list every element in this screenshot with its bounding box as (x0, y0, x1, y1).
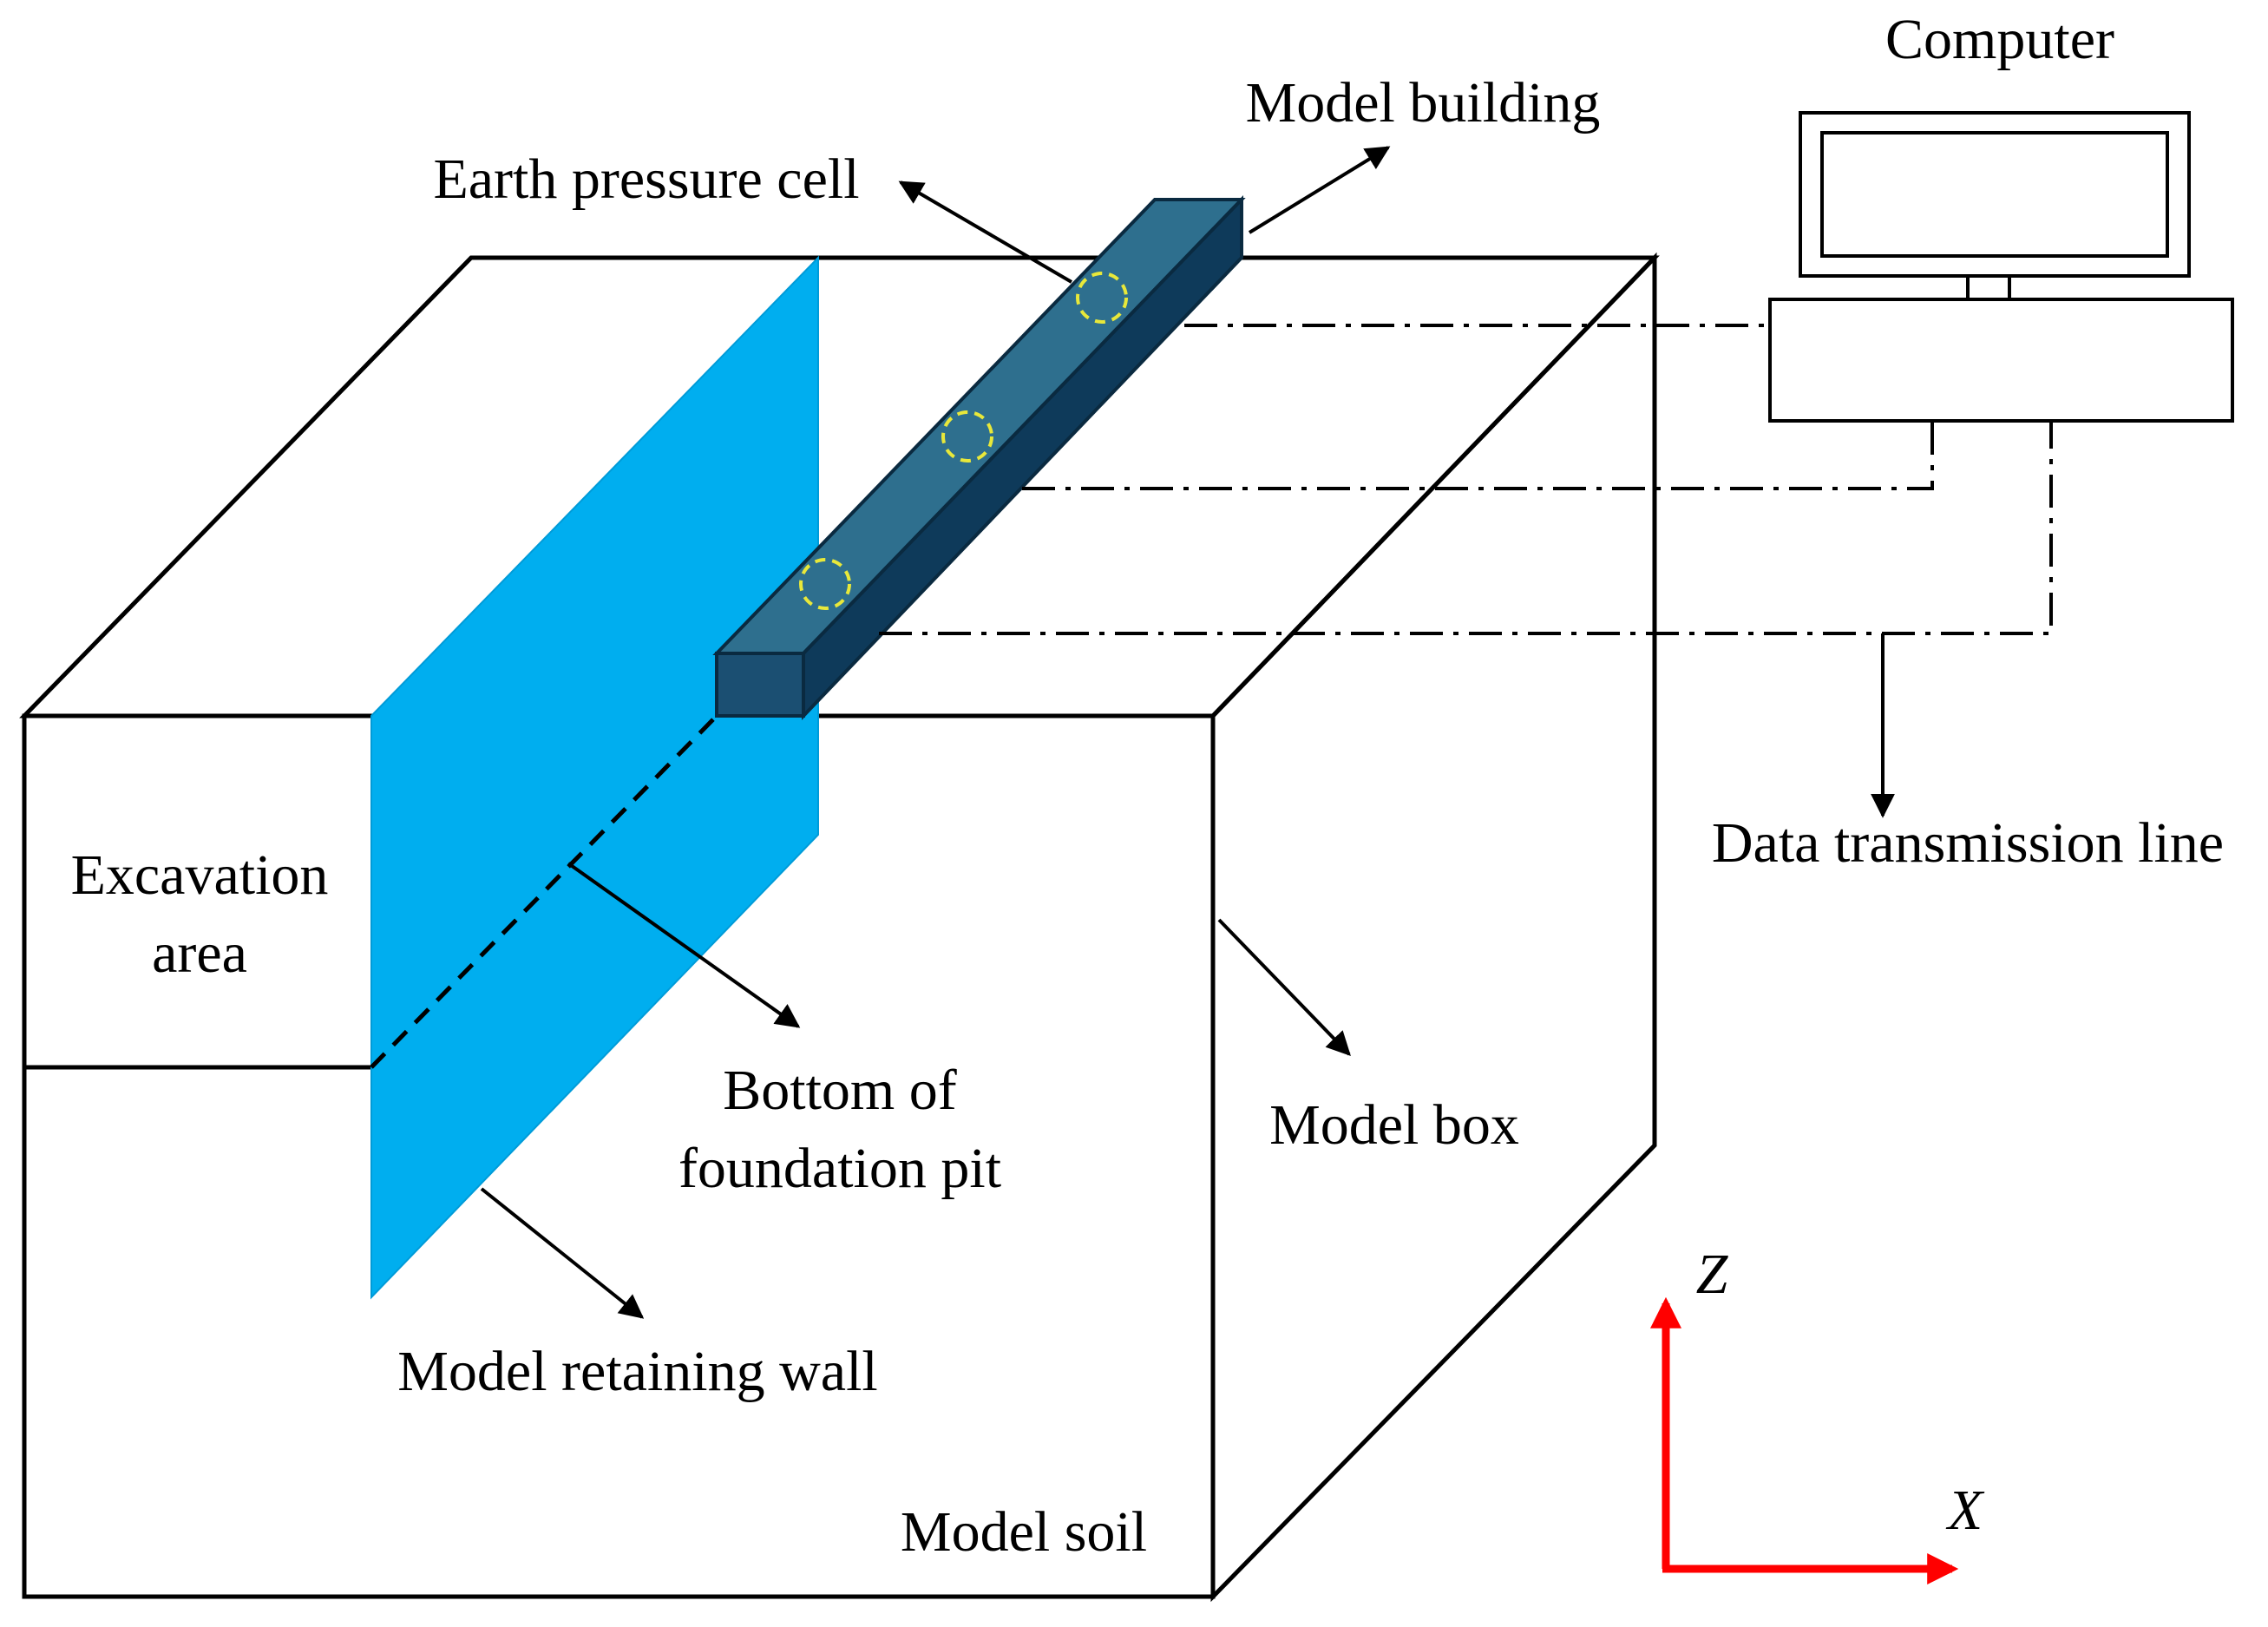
label-axis-x: X (1945, 1479, 1985, 1542)
building-end-face (715, 652, 805, 718)
model-box-side-face (1210, 252, 1657, 1603)
arrow-model-building (1248, 146, 1391, 234)
sensor-cell-3 (799, 558, 851, 610)
coordinate-axes (1650, 1296, 1959, 1584)
label-computer: Computer (1885, 8, 2114, 71)
data-line-3 (879, 421, 2053, 635)
label-bottom-pit-line1: Bottom of (723, 1059, 957, 1122)
computer-stand (1966, 274, 2011, 301)
label-bottom-pit-line2: foundation pit (678, 1137, 1001, 1200)
label-earth-pressure-cell: Earth pressure cell (433, 148, 859, 211)
arrow-model-box (1217, 918, 1351, 1057)
label-excavation-area-line1: Excavation (71, 843, 329, 907)
label-data-transmission-line: Data transmission line (1712, 811, 2224, 875)
label-model-soil: Model soil (901, 1500, 1147, 1564)
leader-arrows (480, 146, 1895, 1319)
data-line-2 (1022, 421, 1934, 490)
sensor-cell-1 (1076, 272, 1128, 324)
building-side-face (802, 195, 1243, 720)
arrow-earth-pressure-cell (898, 180, 1073, 284)
sensor-cell-2 (941, 410, 993, 463)
label-axis-z: Z (1696, 1243, 1729, 1306)
computer-screen (1820, 131, 2169, 258)
computer-base-unit (1768, 298, 2234, 423)
label-model-building: Model building (1246, 71, 1601, 134)
label-excavation-area-line2: area (152, 922, 247, 985)
model-building (712, 195, 1246, 720)
retaining-wall-plane (370, 255, 819, 1300)
earth-pressure-cells (799, 272, 1128, 610)
data-transmission-lines (879, 324, 2053, 635)
arrow-model-retaining-wall (480, 1187, 645, 1319)
computer (1768, 111, 2234, 423)
label-model-box: Model box (1269, 1093, 1519, 1157)
pit-bottom-dashed-line (370, 714, 718, 1069)
arrow-bottom-of-pit (567, 862, 801, 1028)
label-model-retaining-wall: Model retaining wall (397, 1340, 878, 1403)
